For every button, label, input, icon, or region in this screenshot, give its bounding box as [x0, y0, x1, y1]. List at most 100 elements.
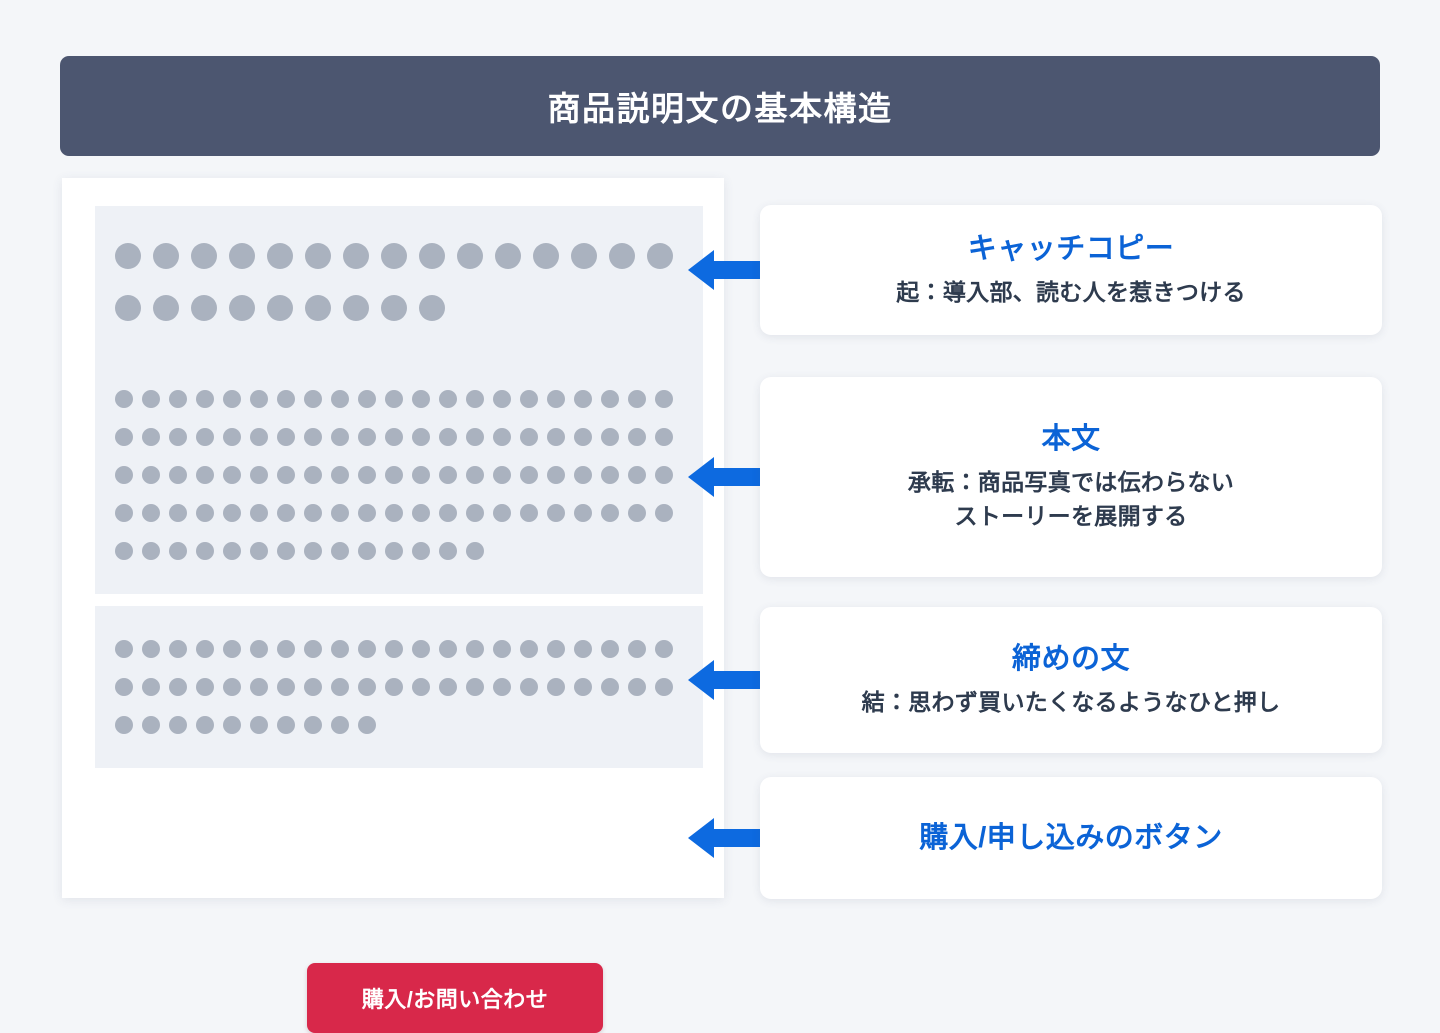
skeleton-dot — [628, 390, 646, 408]
skeleton-dot — [229, 243, 255, 269]
callout-title: 購入/申し込みのボタン — [919, 821, 1223, 854]
skeleton-dot — [331, 466, 349, 484]
skeleton-dot-row — [115, 230, 683, 282]
skeleton-dot — [277, 640, 295, 658]
callout-description: 承転：商品写真では伝わらない ストーリーを展開する — [908, 466, 1234, 533]
skeleton-dot — [331, 542, 349, 560]
skeleton-dot — [493, 466, 511, 484]
skeleton-dot — [191, 295, 217, 321]
skeleton-dot — [466, 428, 484, 446]
skeleton-dot — [520, 504, 538, 522]
skeleton-dot — [229, 295, 255, 321]
callout-closing-text: 締めの文 結：思わず買いたくなるようなひと押し — [760, 607, 1382, 753]
skeleton-dot — [196, 678, 214, 696]
skeleton-dot — [358, 466, 376, 484]
skeleton-dot — [223, 542, 241, 560]
skeleton-dot — [304, 390, 322, 408]
skeleton-dot — [385, 390, 403, 408]
skeleton-dot — [601, 466, 619, 484]
skeleton-dot — [628, 640, 646, 658]
arrow-to-body-text-icon — [688, 457, 760, 497]
callout-description-line1: 承転：商品写真では伝わらない — [907, 469, 1235, 496]
skeleton-dot-row — [115, 630, 683, 668]
skeleton-dot — [304, 716, 322, 734]
skeleton-dot-row — [115, 706, 683, 744]
arrow-to-catch-copy-icon — [688, 250, 760, 290]
skeleton-dot-row — [115, 494, 683, 532]
skeleton-dot — [250, 716, 268, 734]
skeleton-dot — [412, 466, 430, 484]
skeleton-dot — [385, 504, 403, 522]
skeleton-dot — [457, 243, 483, 269]
skeleton-dot — [196, 716, 214, 734]
skeleton-dot — [601, 678, 619, 696]
skeleton-dot — [412, 678, 430, 696]
skeleton-dot — [304, 678, 322, 696]
skeleton-dot — [277, 428, 295, 446]
skeleton-dot — [628, 466, 646, 484]
skeleton-dot — [358, 428, 376, 446]
skeleton-dot — [439, 390, 457, 408]
skeleton-dot — [250, 428, 268, 446]
skeleton-dot — [277, 716, 295, 734]
skeleton-dot — [223, 428, 241, 446]
skeleton-dot — [267, 243, 293, 269]
callout-description-line1: 起：導入部、読む人を惹きつける — [896, 278, 1246, 305]
skeleton-dot — [223, 716, 241, 734]
skeleton-dot — [331, 504, 349, 522]
skeleton-dot — [142, 542, 160, 560]
skeleton-dot — [223, 466, 241, 484]
skeleton-dot — [115, 390, 133, 408]
skeleton-dot — [331, 390, 349, 408]
purchase-inquiry-button[interactable]: 購入/お問い合わせ — [307, 963, 603, 1033]
skeleton-dot — [358, 390, 376, 408]
callout-title: 締めの文 — [1011, 642, 1130, 675]
skeleton-dot — [495, 243, 521, 269]
skeleton-dot — [520, 640, 538, 658]
skeleton-dot — [647, 243, 673, 269]
skeleton-dot — [520, 678, 538, 696]
skeleton-dot — [493, 428, 511, 446]
skeleton-dot — [169, 678, 187, 696]
skeleton-dot — [412, 504, 430, 522]
callout-catch-copy: キャッチコピー 起：導入部、読む人を惹きつける — [760, 205, 1382, 335]
skeleton-dot — [305, 295, 331, 321]
skeleton-dot — [196, 504, 214, 522]
skeleton-dot — [574, 466, 592, 484]
skeleton-dot — [547, 428, 565, 446]
skeleton-dot — [250, 390, 268, 408]
skeleton-dot — [574, 428, 592, 446]
skeleton-dot — [601, 390, 619, 408]
skeleton-dot — [115, 678, 133, 696]
skeleton-dot — [466, 504, 484, 522]
skeleton-dot — [169, 390, 187, 408]
skeleton-dot — [412, 640, 430, 658]
skeleton-dot — [385, 428, 403, 446]
skeleton-dot — [196, 640, 214, 658]
skeleton-dot — [331, 428, 349, 446]
skeleton-dot — [520, 428, 538, 446]
skeleton-dot — [601, 428, 619, 446]
skeleton-dot — [520, 390, 538, 408]
skeleton-dot — [142, 390, 160, 408]
skeleton-dot — [115, 640, 133, 658]
skeleton-dot — [466, 542, 484, 560]
skeleton-dot — [115, 428, 133, 446]
skeleton-dot — [381, 243, 407, 269]
skeleton-dot — [115, 504, 133, 522]
skeleton-dot — [601, 640, 619, 658]
skeleton-dot — [547, 390, 565, 408]
skeleton-dot — [304, 542, 322, 560]
skeleton-dot — [142, 466, 160, 484]
skeleton-dot — [277, 466, 295, 484]
skeleton-dot — [267, 295, 293, 321]
skeleton-dot — [385, 542, 403, 560]
callout-title: キャッチコピー — [967, 232, 1175, 265]
skeleton-dot — [358, 640, 376, 658]
skeleton-dot — [571, 243, 597, 269]
skeleton-dot — [385, 466, 403, 484]
skeleton-dot — [547, 504, 565, 522]
skeleton-dot — [196, 466, 214, 484]
skeleton-dot — [655, 678, 673, 696]
skeleton-dot — [358, 542, 376, 560]
